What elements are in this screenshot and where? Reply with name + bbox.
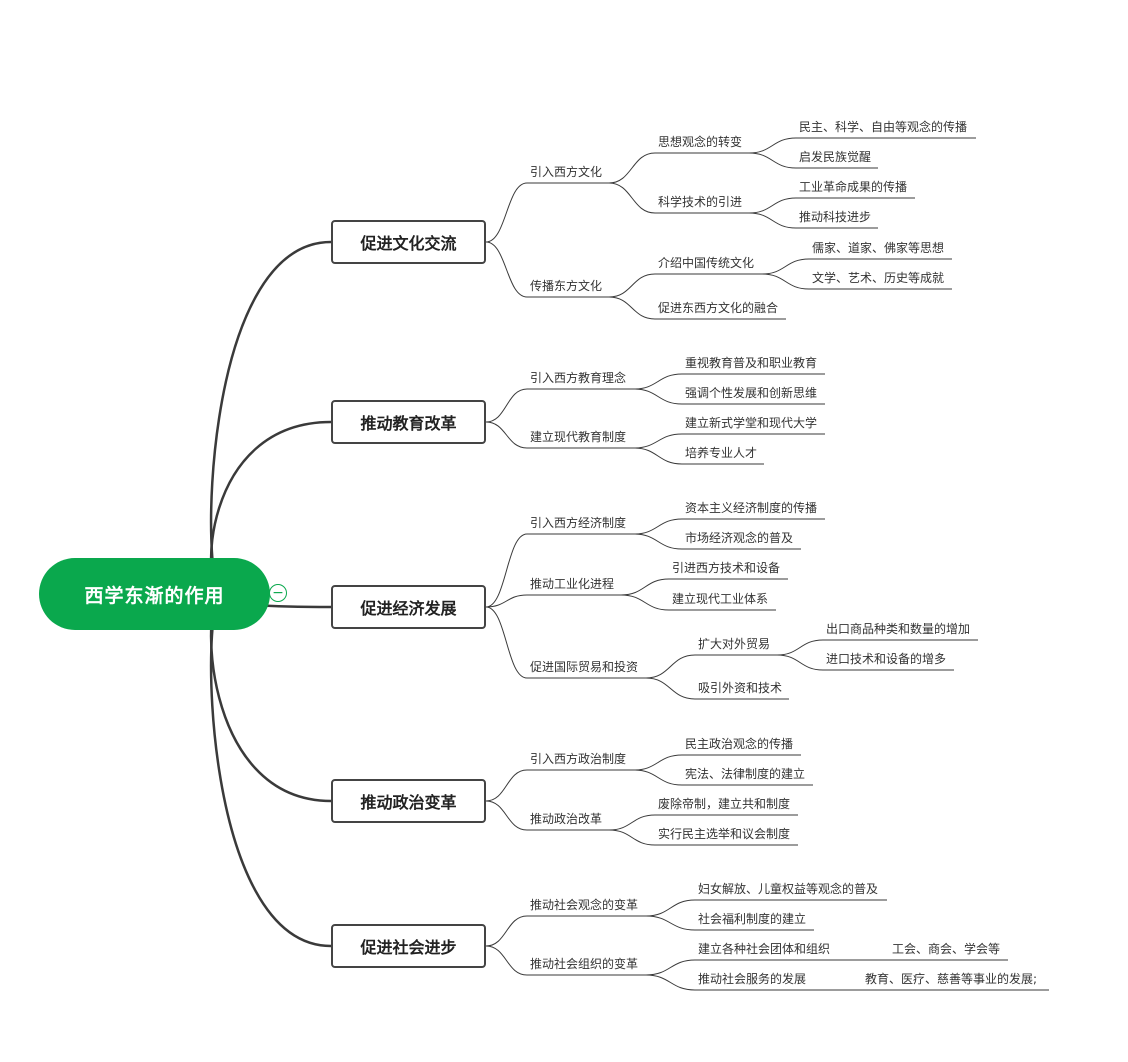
link-l2-0-1 — [485, 241, 528, 298]
link-l2-2-2 — [485, 606, 528, 679]
detail-2-2-1[interactable]: 建立新式学堂和现代大学 — [685, 416, 818, 430]
leaf-1-1-2-1[interactable]: 工业革命成果的传播 — [799, 180, 908, 194]
subtopic-3-1[interactable]: 引入西方经济制度 — [530, 516, 627, 530]
collapse-toggle-icon[interactable]: − — [269, 584, 287, 602]
trunk-line-1 — [209, 240, 332, 596]
subtopic-4-1[interactable]: 引入西方政治制度 — [530, 752, 627, 766]
main-topic-3[interactable]: 促进经济发展 — [331, 585, 486, 629]
leaf-5-2-1-1[interactable]: 工会、商会、学会等 — [892, 942, 1001, 956]
link-l3-2.0.0 — [633, 518, 683, 535]
subtopic-1-1[interactable]: 引入西方文化 — [530, 165, 603, 179]
link-l2-2-1 — [485, 594, 528, 608]
leaf-1-2-1-1[interactable]: 儒家、道家、佛家等思想 — [812, 241, 945, 255]
link-l4-0.0.0.0 — [748, 137, 797, 154]
link-l4-0.1.0.1 — [761, 273, 810, 290]
link-l3-1.1.0 — [633, 433, 683, 449]
detail-1-2-2[interactable]: 促进东西方文化的融合 — [658, 301, 779, 315]
detail-2-2-2[interactable]: 培养专业人才 — [685, 446, 758, 460]
subtopic-2-1[interactable]: 引入西方教育理念 — [530, 371, 627, 385]
detail-3-3-2[interactable]: 吸引外资和技术 — [698, 681, 783, 695]
leaf-1-1-1-1[interactable]: 民主、科学、自由等观念的传播 — [799, 120, 968, 134]
link-l3-0.0.0 — [608, 152, 656, 184]
link-l3-0.0.1 — [608, 182, 656, 214]
link-l3-4.0.0 — [645, 899, 696, 917]
link-l4-2.2.0.0 — [776, 639, 824, 656]
leaf-3-3-1-1[interactable]: 出口商品种类和数量的增加 — [826, 622, 971, 636]
leaf-1-1-1-2[interactable]: 启发民族觉醒 — [799, 150, 872, 164]
link-l4-0.0.0.1 — [748, 152, 797, 169]
link-l3-1.1.1 — [633, 447, 683, 465]
link-l3-3.0.0 — [633, 754, 683, 771]
subtopic-3-3[interactable]: 促进国际贸易和投资 — [530, 660, 639, 674]
link-l3-1.0.0 — [633, 373, 683, 390]
subtopic-5-1[interactable]: 推动社会观念的变革 — [530, 898, 639, 912]
main-topic-2[interactable]: 推动教育改革 — [331, 400, 486, 444]
link-l4-0.0.1.1 — [748, 212, 797, 229]
subtopic-4-2[interactable]: 推动政治改革 — [530, 812, 603, 826]
link-l3-2.2.0 — [645, 654, 696, 679]
detail-4-2-2[interactable]: 实行民主选举和议会制度 — [658, 827, 791, 841]
link-l2-3-1 — [485, 800, 528, 831]
leaf-1-2-1-2[interactable]: 文学、艺术、历史等成就 — [812, 271, 945, 285]
detail-1-2-1[interactable]: 介绍中国传统文化 — [658, 256, 755, 270]
main-topic-1[interactable]: 促进文化交流 — [331, 220, 486, 264]
link-l2-3-0 — [485, 769, 528, 802]
link-l4-0.0.1.0 — [748, 197, 797, 214]
detail-5-1-1[interactable]: 妇女解放、儿童权益等观念的普及 — [698, 882, 879, 896]
link-l2-0-0 — [485, 182, 528, 243]
link-l4-0.1.0.0 — [761, 258, 810, 275]
link-l3-2.0.1 — [633, 533, 683, 550]
detail-4-1-1[interactable]: 民主政治观念的传播 — [685, 737, 794, 751]
link-l3-2.2.1 — [645, 677, 696, 700]
link-l2-2-0 — [485, 533, 528, 608]
link-l3-0.1.1 — [608, 296, 656, 320]
link-l2-1-1 — [485, 421, 528, 449]
detail-5-2-1[interactable]: 建立各种社会团体和组织 — [698, 942, 831, 956]
trunk-line-5 — [209, 592, 332, 948]
detail-2-1-2[interactable]: 强调个性发展和创新思维 — [685, 386, 818, 400]
detail-4-2-1[interactable]: 废除帝制，建立共和制度 — [658, 797, 791, 811]
link-l3-4.0.1 — [645, 915, 696, 931]
detail-3-1-2[interactable]: 市场经济观念的普及 — [685, 531, 794, 545]
subtopic-3-2[interactable]: 推动工业化进程 — [530, 577, 615, 591]
link-l3-3.1.1 — [608, 829, 656, 846]
subtopic-5-2[interactable]: 推动社会组织的变革 — [530, 957, 639, 971]
leaf-1-1-2-2[interactable]: 推动科技进步 — [799, 210, 872, 224]
link-l3-3.0.1 — [633, 769, 683, 786]
link-l3-4.1.1 — [645, 974, 696, 991]
detail-3-3-1[interactable]: 扩大对外贸易 — [698, 637, 771, 651]
detail-3-2-2[interactable]: 建立现代工业体系 — [672, 592, 769, 606]
detail-4-1-2[interactable]: 宪法、法律制度的建立 — [685, 767, 806, 781]
detail-3-2-1[interactable]: 引进西方技术和设备 — [672, 561, 781, 575]
detail-3-1-1[interactable]: 资本主义经济制度的传播 — [685, 501, 818, 515]
link-l2-4-1 — [485, 945, 528, 976]
main-topic-4[interactable]: 推动政治变革 — [331, 779, 486, 823]
root-topic[interactable]: 西学东渐的作用 — [39, 558, 270, 630]
detail-5-1-2[interactable]: 社会福利制度的建立 — [698, 912, 807, 926]
link-l3-2.1.1 — [620, 594, 670, 611]
link-l3-3.1.0 — [608, 814, 656, 831]
leaf-3-3-1-2[interactable]: 进口技术和设备的增多 — [826, 652, 947, 666]
detail-1-1-2[interactable]: 科学技术的引进 — [658, 195, 743, 209]
link-l3-0.1.0 — [608, 273, 656, 298]
leaf-5-2-2-1[interactable]: 教育、医疗、慈善等事业的发展; — [865, 972, 1038, 986]
link-l2-4-0 — [485, 915, 528, 947]
subtopic-2-2[interactable]: 建立现代教育制度 — [530, 430, 627, 444]
detail-1-1-1[interactable]: 思想观念的转变 — [658, 135, 743, 149]
link-l3-2.1.0 — [620, 578, 670, 596]
link-l2-1-0 — [485, 388, 528, 423]
main-topic-5[interactable]: 促进社会进步 — [331, 924, 486, 968]
detail-5-2-2[interactable]: 推动社会服务的发展 — [698, 972, 807, 986]
detail-2-1-1[interactable]: 重视教育普及和职业教育 — [685, 356, 818, 370]
subtopic-1-2[interactable]: 传播东方文化 — [530, 279, 603, 293]
link-l3-1.0.1 — [633, 388, 683, 405]
link-l3-4.1.0 — [645, 959, 696, 976]
link-l4-2.2.0.1 — [776, 654, 824, 671]
